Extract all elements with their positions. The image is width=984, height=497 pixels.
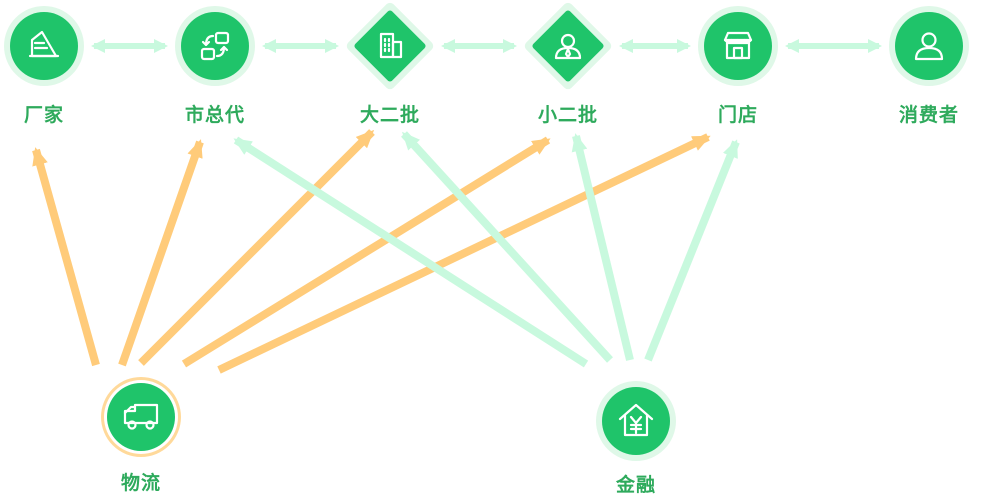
edge-logistics-to-small-wholesaler	[181, 136, 551, 368]
node-small-wholesaler	[524, 2, 612, 90]
edge-logistics-to-city-agent	[118, 139, 204, 367]
yuan-house-icon	[618, 403, 654, 437]
node-logistics	[101, 377, 181, 457]
node-label-manufacturer: 厂家	[23, 104, 64, 126]
edge-logistics-to-tier2-wholesaler	[138, 129, 375, 366]
edge-finance-to-city-agent	[233, 136, 589, 368]
edge-logistics-to-store	[217, 133, 711, 374]
user-icon	[914, 32, 944, 61]
document-stack-icon	[28, 30, 60, 58]
node-city-agent	[175, 6, 255, 86]
node-label-finance: 金融	[615, 474, 656, 496]
node-manufacturer	[4, 6, 84, 86]
node-store	[698, 6, 778, 86]
node-body	[10, 12, 78, 80]
edges-layer	[32, 39, 882, 374]
node-body	[107, 383, 175, 451]
nodes-layer	[4, 2, 969, 461]
node-label-small-wholesaler: 小二批	[537, 104, 598, 126]
node-label-city-agent: 市总代	[184, 104, 245, 126]
node-consumer	[889, 6, 969, 86]
storefront-icon	[723, 31, 753, 60]
building-icon	[379, 32, 403, 59]
edge-finance-to-tier2-wholesaler	[401, 131, 613, 363]
edge-finance-to-small-wholesaler	[571, 133, 634, 361]
node-label-store: 门店	[717, 104, 758, 126]
node-label-consumer: 消费者	[898, 104, 959, 126]
node-label-tier2-wholesaler: 大二批	[359, 104, 420, 126]
truck-icon	[123, 403, 159, 430]
node-label-logistics: 物流	[120, 472, 161, 494]
node-tier2-wholesaler	[346, 2, 434, 90]
node-finance	[596, 381, 676, 461]
node-body	[181, 12, 249, 80]
node-body	[602, 387, 670, 455]
edge-finance-to-store	[644, 139, 740, 362]
person-icon	[554, 33, 582, 60]
node-body	[704, 12, 772, 80]
edge-logistics-to-manufacturer	[32, 147, 100, 367]
exchange-icon	[200, 31, 230, 61]
